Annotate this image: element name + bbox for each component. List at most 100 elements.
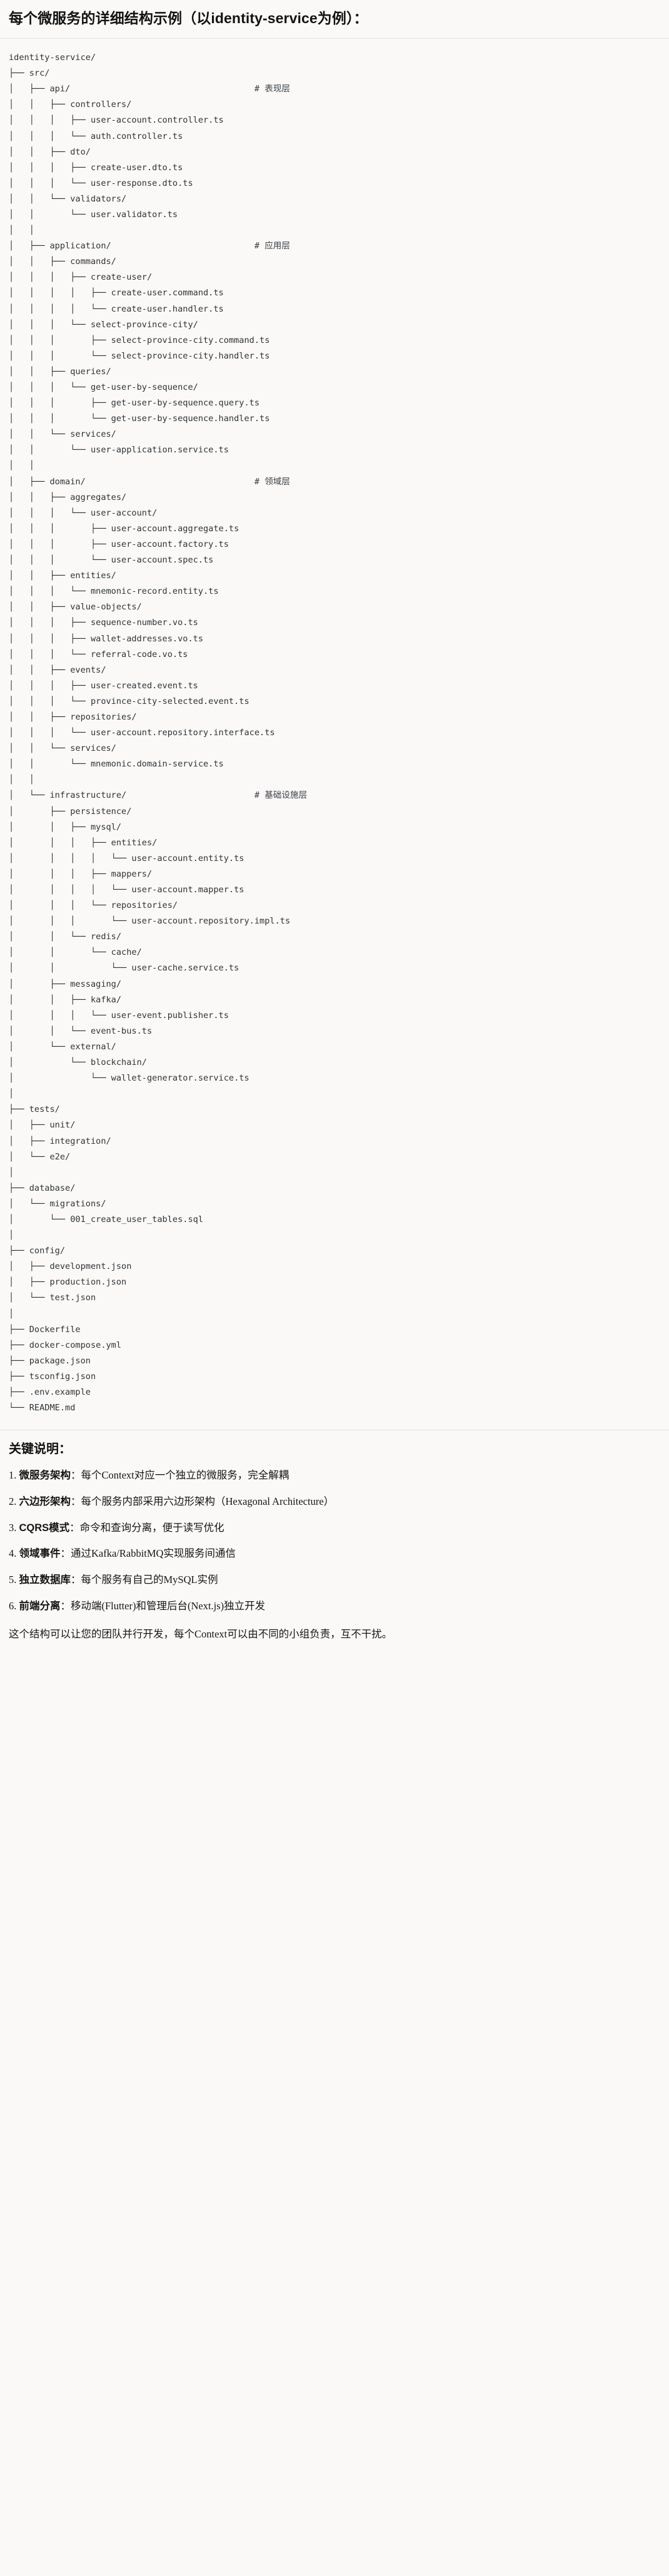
tree-path: │ │ │ ├── entities/ (9, 837, 158, 848)
key-note-separator: ： (60, 1599, 71, 1612)
tree-row: │ │ ├── commands/ (9, 254, 660, 270)
tree-row: │ │ │ └── user-account.repository.impl.t… (9, 914, 660, 929)
tree-path: │ │ │ └── user-account.spec.ts (9, 555, 214, 566)
tree-row: │ │ ├── kafka/ (9, 992, 660, 1008)
tree-path: │ ├── production.json (9, 1277, 127, 1288)
tree-path: │ │ │ │ ├── create-user.command.ts (9, 288, 224, 298)
tree-row: ├── .env.example (9, 1385, 660, 1400)
tree-row: │ └── 001_create_user_tables.sql (9, 1212, 660, 1228)
tree-path: │ │ │ ├── wallet-addresses.vo.ts (9, 633, 203, 644)
tree-path: │ │ (9, 225, 34, 236)
tree-path: │ ├── messaging/ (9, 979, 122, 989)
tree-path: │ │ ├── aggregates/ (9, 492, 127, 502)
tree-row: │ │ (9, 458, 660, 474)
tree-path: │ └── wallet-generator.service.ts (9, 1073, 249, 1084)
tree-path: │ │ │ ├── create-user/ (9, 272, 153, 283)
tree-path: ├── .env.example (9, 1387, 91, 1398)
tree-path: │ │ └── cache/ (9, 947, 142, 958)
tree-path: │ │ ├── queries/ (9, 366, 111, 377)
key-note-separator: ： (60, 1547, 71, 1560)
tree-row: │ │ │ ├── create-user.dto.ts (9, 160, 660, 176)
tree-path: ├── tests/ (9, 1104, 60, 1115)
document-page: 每个微服务的详细结构示例（以identity-service为例）： ident… (0, 10, 669, 1655)
tree-row: │ │ │ │ └── user-account.mapper.ts (9, 882, 660, 898)
tree-row: │ │ └── user.validator.ts (9, 207, 660, 223)
tree-row: │ │ │ │ └── create-user.handler.ts (9, 302, 660, 317)
tree-row: │ ├── development.json (9, 1259, 660, 1275)
tree-row: │ │ └── services/ (9, 427, 660, 442)
tree-row: identity-service/ (9, 50, 660, 66)
tree-path: ├── Dockerfile (9, 1324, 81, 1335)
tree-path: │ │ └── services/ (9, 743, 116, 754)
tree-row: │ │ │ ├── wallet-addresses.vo.ts (9, 631, 660, 647)
tree-row: │ (9, 1086, 660, 1102)
tree-path: │ │ ├── entities/ (9, 571, 116, 581)
tree-path: │ │ └── mnemonic.domain-service.ts (9, 759, 224, 770)
tree-row: │ │ │ │ └── user-account.entity.ts (9, 851, 660, 867)
key-note-item: 3. CQRS模式：命令和查询分离，便于读写优化 (9, 1520, 660, 1536)
tree-row: │ (9, 1228, 660, 1243)
tree-path: │ │ │ └── select-province-city.handler.t… (9, 350, 270, 361)
tree-row: │ ├── production.json (9, 1275, 660, 1290)
key-note-term: CQRS模式 (19, 1522, 70, 1534)
tree-row: │ │ │ └── user-account.repository.interf… (9, 725, 660, 741)
tree-path: │ ├── api/ (9, 84, 71, 94)
key-note-term: 领域事件 (19, 1548, 61, 1560)
tree-path: │ │ │ └── auth.controller.ts (9, 131, 183, 141)
tree-row: │ ├── unit/ (9, 1117, 660, 1133)
tree-path: │ ├── development.json (9, 1261, 132, 1272)
key-note-item: 1. 微服务架构：每个Context对应一个独立的微服务，完全解耦 (9, 1468, 660, 1484)
key-note-number: 3. (9, 1521, 19, 1534)
tree-row: └── README.md (9, 1400, 660, 1416)
tree-comment: # 领域层 (254, 476, 290, 487)
tree-row: ├── src/ (9, 66, 660, 81)
tree-path: │ │ │ ├── select-province-city.command.t… (9, 335, 270, 345)
tree-path: │ │ │ ├── get-user-by-sequence.query.ts (9, 398, 260, 409)
tree-row: │ │ ├── value-objects/ (9, 599, 660, 615)
tree-path: │ └── migrations/ (9, 1198, 106, 1209)
tree-row: │ └── infrastructure/ # 基础设施层 (9, 788, 660, 803)
tree-path: ├── docker-compose.yml (9, 1340, 122, 1350)
tree-row: │ │ (9, 772, 660, 788)
key-note-separator: ： (71, 1495, 81, 1507)
tree-gap (70, 84, 254, 94)
tree-row: ├── docker-compose.yml (9, 1338, 660, 1353)
tree-row: │ │ ├── entities/ (9, 568, 660, 584)
tree-comment: # 应用层 (254, 241, 290, 252)
key-note-description: 每个服务内部采用六边形架构（Hexagonal Architecture） (81, 1495, 334, 1507)
tree-path: │ │ ├── controllers/ (9, 99, 132, 110)
tree-path: │ └── external/ (9, 1041, 116, 1052)
tree-row: ├── package.json (9, 1353, 660, 1369)
tree-path: │ │ │ ├── user-account.factory.ts (9, 539, 229, 549)
tree-gap (86, 477, 254, 487)
tree-path: │ │ │ ├── mappers/ (9, 868, 153, 879)
tree-gap (126, 790, 254, 800)
tree-row: │ │ ├── queries/ (9, 364, 660, 380)
tree-row: │ │ └── mnemonic.domain-service.ts (9, 756, 660, 772)
key-note-number: 4. (9, 1547, 19, 1560)
tree-path: │ └── infrastructure/ (9, 790, 127, 801)
tree-path: │ (9, 1308, 14, 1319)
tree-row: │ │ │ └── mnemonic-record.entity.ts (9, 584, 660, 599)
tree-row: │ (9, 1306, 660, 1322)
key-note-term: 微服务架构 (19, 1470, 71, 1482)
key-note-separator: ： (71, 1469, 81, 1482)
tree-path: │ │ │ ├── user-created.event.ts (9, 680, 198, 691)
tree-path: │ │ └── services/ (9, 429, 116, 440)
tree-path: │ │ │ └── user-account/ (9, 507, 158, 518)
tree-path: │ │ └── redis/ (9, 932, 122, 942)
tree-row: ├── tests/ (9, 1102, 660, 1117)
key-note-description: 移动端(Flutter)和管理后台(Next.js)独立开发 (71, 1599, 266, 1612)
tree-path: ├── src/ (9, 68, 50, 79)
tree-row: │ │ │ ├── sequence-number.vo.ts (9, 615, 660, 631)
tree-path: identity-service/ (9, 53, 96, 63)
tree-path: │ │ └── validators/ (9, 193, 127, 204)
key-note-number: 5. (9, 1574, 19, 1586)
tree-path: │ ├── domain/ (9, 476, 86, 487)
tree-row: │ │ ├── events/ (9, 663, 660, 678)
tree-row: │ │ ├── aggregates/ (9, 490, 660, 506)
tree-path: ├── package.json (9, 1355, 91, 1366)
tree-path: │ ├── application/ (9, 241, 111, 252)
